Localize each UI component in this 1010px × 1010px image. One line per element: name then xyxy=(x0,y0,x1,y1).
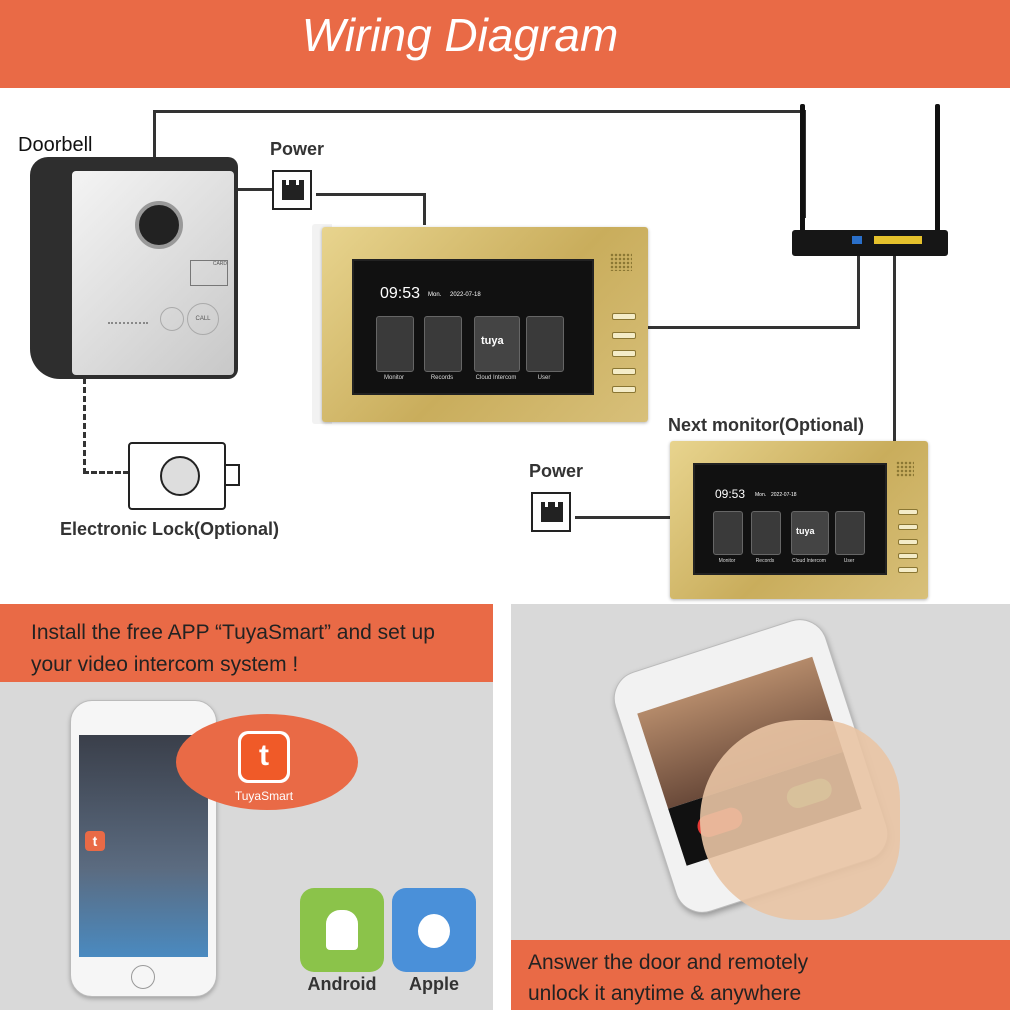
wire-power-monitor-down xyxy=(423,193,426,225)
hand xyxy=(700,720,900,920)
install-text-line1: Install the free APP “TuyaSmart” and set… xyxy=(31,621,435,644)
wire-power-monitor xyxy=(316,193,426,196)
camera-lens-icon xyxy=(135,201,183,249)
monitor-key xyxy=(612,350,636,357)
monitor-second: 09:53 Mon. 2022-07-18 tuya Monitor Recor… xyxy=(670,441,928,599)
tile-label: User xyxy=(537,375,551,381)
wire-router-next-monitor xyxy=(893,256,896,442)
next-monitor-label: Next monitor(Optional) xyxy=(668,415,864,435)
speaker-grille xyxy=(610,253,632,271)
tuya-app-icon: t xyxy=(85,831,105,851)
tile-label: Records xyxy=(430,375,454,381)
tuya-logo: tuya xyxy=(796,526,815,536)
lock-cylinder-icon xyxy=(160,456,200,496)
monitor-second-date: 2022-07-18 xyxy=(771,492,797,498)
wan-port xyxy=(852,236,862,244)
monitor-main-date: 2022-07-18 xyxy=(450,292,481,298)
lan-ports xyxy=(874,236,922,244)
wire-doorbell-up xyxy=(153,110,156,158)
tile-tuya: tuya xyxy=(791,511,829,555)
tile-label: Monitor xyxy=(718,558,736,564)
antenna-icon xyxy=(800,104,805,236)
monitor-second-time: 09:53 xyxy=(715,487,746,501)
wire-monitor-router xyxy=(647,326,860,329)
tile-monitor xyxy=(376,316,414,372)
tile-label: Cloud Intercom xyxy=(475,375,517,381)
apple-icon[interactable] xyxy=(392,888,476,972)
tile-user xyxy=(526,316,564,372)
home-button xyxy=(131,965,155,989)
speaker-grille xyxy=(896,461,914,477)
tile-user xyxy=(835,511,865,555)
call-button: CALL xyxy=(187,303,219,335)
monitor-key xyxy=(612,332,636,339)
wire-router-port1 xyxy=(857,256,860,329)
wire-doorbell-power xyxy=(236,188,272,191)
install-banner xyxy=(0,604,493,682)
monitor-second-screen: 09:53 Mon. 2022-07-18 tuya Monitor Recor… xyxy=(693,463,887,575)
monitor-key xyxy=(898,539,918,545)
lock-label: Electronic Lock(Optional) xyxy=(60,519,280,539)
monitor-key xyxy=(898,509,918,515)
router xyxy=(790,100,960,260)
tuyasmart-icon: t xyxy=(238,731,290,783)
antenna-icon xyxy=(935,104,940,236)
tile-records xyxy=(751,511,781,555)
monitor-key xyxy=(898,524,918,530)
power-outlet-icon xyxy=(531,492,571,532)
monitor-key xyxy=(898,553,918,559)
monitor-main-day: Mon. xyxy=(428,292,442,298)
power-label-main: Power xyxy=(270,139,325,159)
electronic-lock xyxy=(128,442,240,510)
answer-text-line2: unlock it anytime & anywhere xyxy=(528,982,802,1005)
android-icon[interactable] xyxy=(300,888,384,972)
monitor-second-day: Mon. xyxy=(755,492,767,498)
monitor-key xyxy=(612,313,636,320)
monitor-key xyxy=(612,386,636,393)
monitor-key xyxy=(612,368,636,375)
apple-label: Apple xyxy=(408,974,459,994)
tile-label: Records xyxy=(755,558,775,564)
wire-lock-dash-v xyxy=(83,378,86,474)
tuyasmart-label: TuyaSmart xyxy=(234,789,294,803)
answer-banner xyxy=(511,940,1010,1010)
answer-text-line1: Answer the door and remotely xyxy=(528,951,809,974)
tile-label: Cloud Intercom xyxy=(792,558,826,564)
install-text-line2: your video intercom system ! xyxy=(31,653,299,676)
wire-top-to-router xyxy=(153,110,805,113)
android-label: Android xyxy=(307,974,377,994)
power-label-second: Power xyxy=(529,461,584,481)
tuya-logo: tuya xyxy=(481,335,504,347)
tile-records xyxy=(424,316,462,372)
doorbell: CARD CALL xyxy=(30,157,238,379)
speaker-grille xyxy=(108,322,148,326)
card-reader: CARD xyxy=(190,260,228,286)
doorbell-label: Doorbell xyxy=(18,134,93,156)
tile-label: User xyxy=(843,558,855,564)
wire-power2-monitor xyxy=(575,516,670,519)
tile-tuya: tuya xyxy=(474,316,520,372)
title-banner xyxy=(0,0,1010,88)
tile-label: Monitor xyxy=(383,375,404,381)
monitor-main-time: 09:53 xyxy=(380,285,421,302)
page-title: Wiring Diagram xyxy=(301,9,619,61)
monitor-main: 09:53 Mon. 2022-07-18 tuya Monitor Recor… xyxy=(322,227,648,422)
tile-monitor xyxy=(713,511,743,555)
wire-lock-dash-h xyxy=(83,471,129,474)
monitor-main-screen: 09:53 Mon. 2022-07-18 tuya Monitor Recor… xyxy=(352,259,594,395)
power-outlet-icon xyxy=(272,170,312,210)
monitor-key xyxy=(898,567,918,573)
unlock-icon xyxy=(160,307,184,331)
